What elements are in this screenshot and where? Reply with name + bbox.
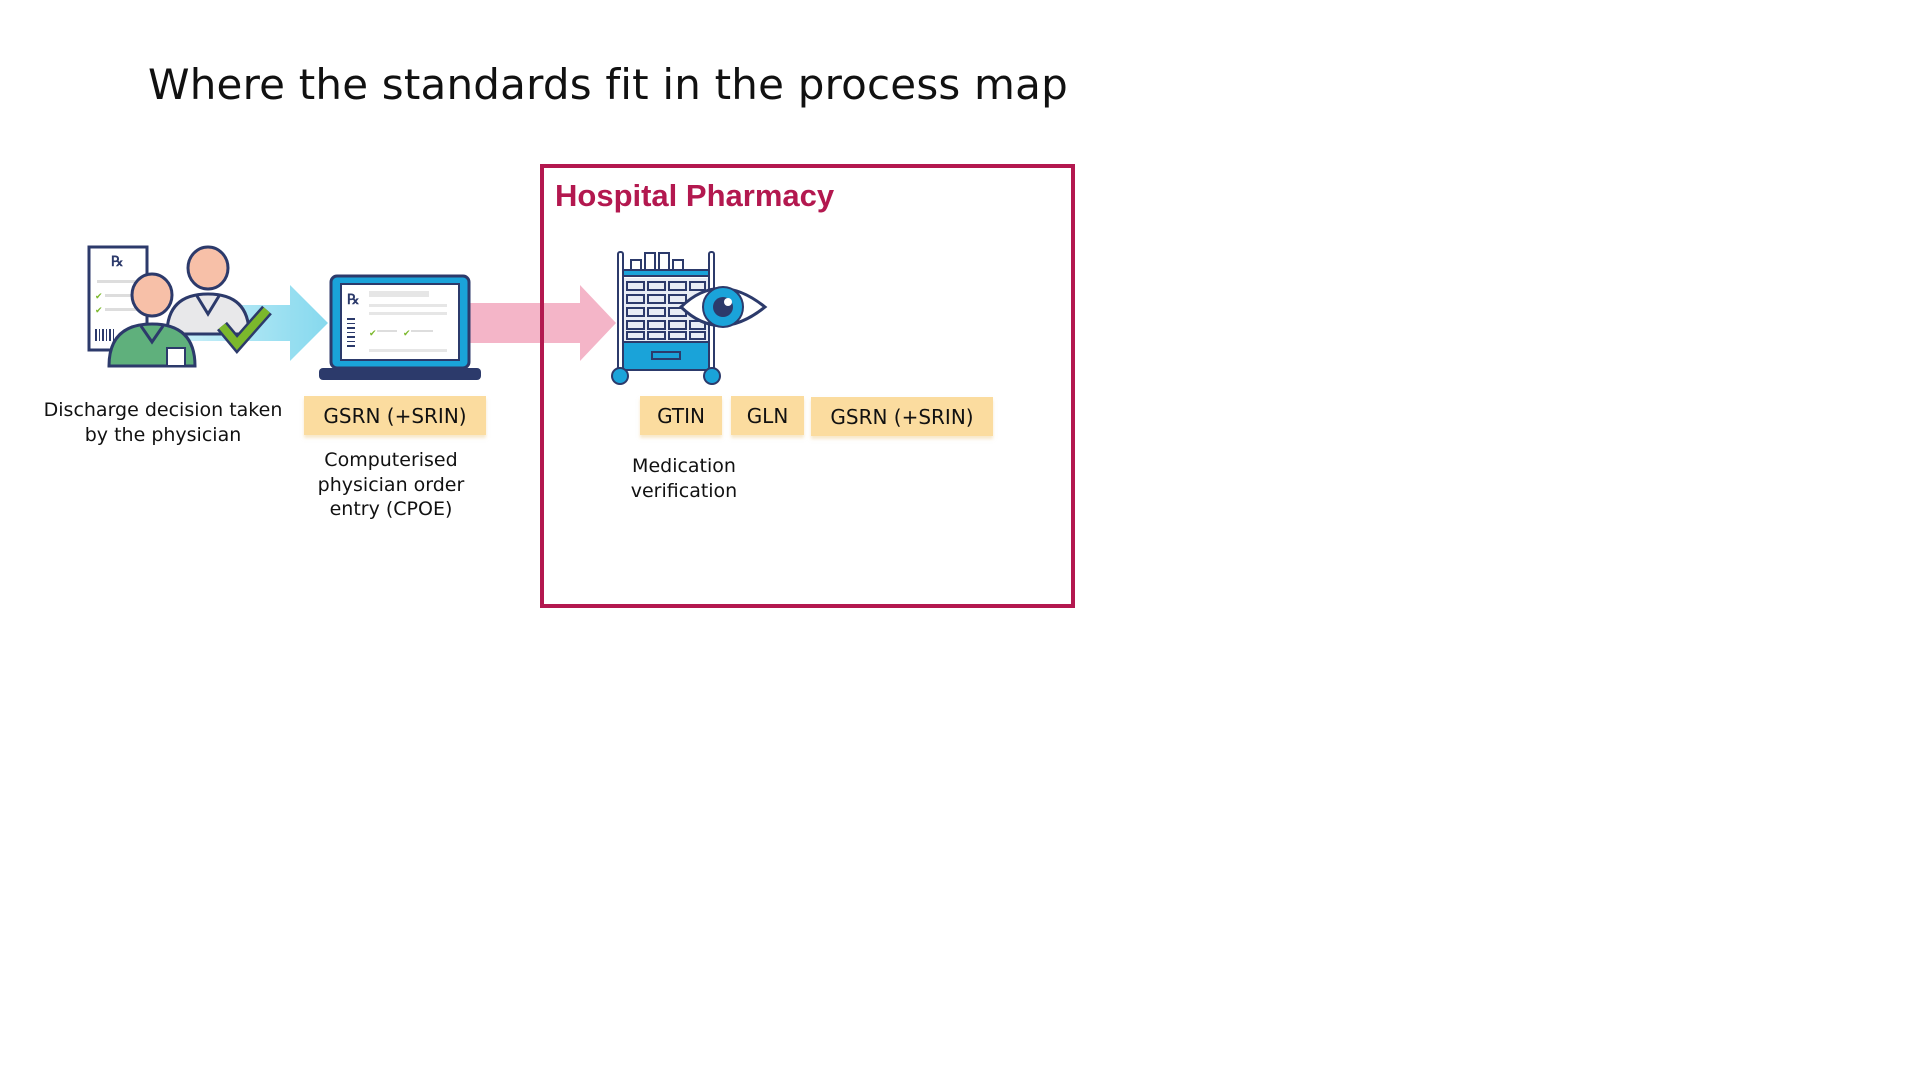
svg-text:℞: ℞ bbox=[347, 292, 360, 308]
svg-text:✔: ✔ bbox=[95, 292, 103, 302]
step-label-cpoe: Computerised physician order entry (CPOE… bbox=[317, 449, 465, 520]
step-label-medication-verification: Medication verification bbox=[630, 455, 738, 502]
svg-text:✔: ✔ bbox=[369, 329, 377, 339]
laptop-prescription-icon: ℞ ✔ ✔ bbox=[319, 274, 481, 380]
page-title: Where the standards fit in the process m… bbox=[148, 60, 1068, 109]
svg-text:✔: ✔ bbox=[95, 306, 103, 316]
standard-tag-gtin: GTIN bbox=[640, 396, 722, 435]
physicians-prescription-icon: ℞ ✔ ✔ bbox=[87, 245, 272, 368]
hospital-pharmacy-box bbox=[540, 164, 1075, 608]
standard-tag-gsrn: GSRN (+SRIN) bbox=[304, 396, 486, 435]
hospital-pharmacy-title: Hospital Pharmacy bbox=[555, 178, 835, 213]
standard-tag-gsrn: GSRN (+SRIN) bbox=[811, 397, 993, 436]
svg-text:✔: ✔ bbox=[403, 329, 411, 339]
medication-cart-eye-icon bbox=[611, 251, 768, 385]
step-label-discharge: Discharge decision taken by the physicia… bbox=[43, 399, 283, 446]
svg-text:℞: ℞ bbox=[111, 254, 124, 270]
standard-tag-gln: GLN bbox=[731, 396, 804, 435]
